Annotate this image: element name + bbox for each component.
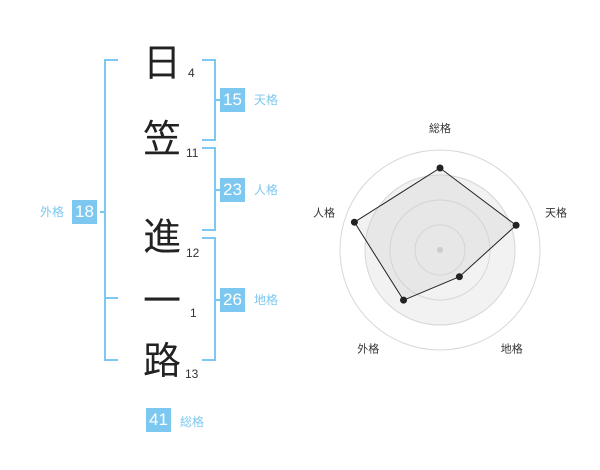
chikaku-badge: 26 bbox=[220, 288, 245, 312]
radar-point-3 bbox=[455, 273, 463, 281]
name-char-3: 進 bbox=[143, 215, 182, 259]
radar-point-2 bbox=[512, 221, 520, 229]
radar-center bbox=[437, 247, 443, 253]
radar-axis-label: 人格 bbox=[313, 205, 335, 219]
radar-ring bbox=[389, 199, 491, 301]
radar-polygon bbox=[353, 167, 517, 301]
radar-axis-label: 天格 bbox=[545, 205, 567, 219]
name-char-4: 一 bbox=[143, 279, 182, 323]
jinkaku-badge: 23 bbox=[220, 178, 245, 202]
radar-ring bbox=[414, 224, 466, 276]
name-char-2: 笠 bbox=[143, 117, 182, 161]
radar-point-1 bbox=[436, 164, 444, 172]
radar-axis-label: 総格 bbox=[429, 121, 451, 135]
tenkaku-label: 天格 bbox=[254, 93, 279, 107]
gaikaku-label: 外格 bbox=[40, 205, 65, 219]
radar-axis-label: 外格 bbox=[357, 342, 379, 356]
radar-point-5 bbox=[350, 218, 358, 226]
stroke-count-1: 4 bbox=[188, 66, 195, 80]
stroke-count-5: 13 bbox=[185, 367, 199, 381]
soukaku-badge: 41 bbox=[146, 408, 171, 432]
name-char-1: 日 bbox=[143, 41, 182, 85]
radar-axis-label: 地格 bbox=[501, 342, 523, 356]
stroke-count-3: 12 bbox=[186, 246, 200, 260]
chikaku-label: 地格 bbox=[254, 293, 279, 307]
radar-point-4 bbox=[400, 296, 408, 304]
soukaku-label: 総格 bbox=[180, 415, 205, 429]
gaikaku-badge: 18 bbox=[72, 200, 97, 224]
stroke-count-2: 11 bbox=[186, 146, 199, 160]
radar-ring bbox=[339, 149, 541, 351]
gaikaku-bracket bbox=[104, 59, 118, 361]
tenkaku-badge: 15 bbox=[220, 88, 245, 112]
jinkaku-label: 人格 bbox=[254, 183, 279, 197]
name-char-5: 路 bbox=[143, 339, 182, 383]
stroke-count-4: 1 bbox=[190, 306, 197, 320]
